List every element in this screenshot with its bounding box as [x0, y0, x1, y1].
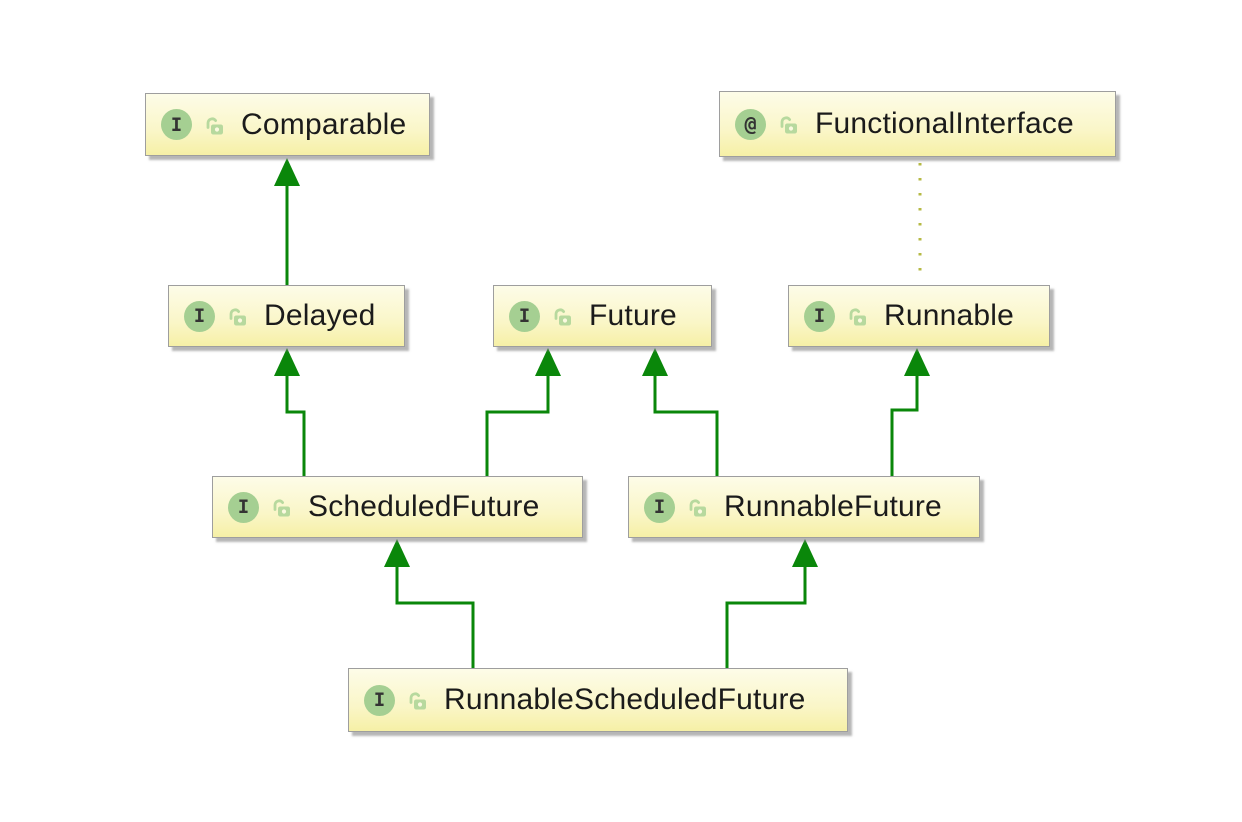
public-lock-icon: [229, 308, 246, 326]
arrowhead-runnablescheduledfuture-to-runnablefuture: [792, 539, 818, 567]
interface-icon: I: [184, 300, 215, 332]
arrowhead-runnablescheduledfuture-to-scheduledfuture: [384, 539, 410, 567]
node-label: ScheduledFuture: [308, 490, 540, 523]
public-lock-icon: [206, 117, 223, 134]
arrowhead-scheduledfuture-to-future: [535, 348, 561, 376]
public-lock-icon: [780, 116, 797, 134]
node-scheduledfuture[interactable]: I ScheduledFuture: [212, 476, 583, 538]
public-lock-icon: [409, 692, 426, 710]
node-label: RunnableFuture: [724, 490, 942, 523]
public-lock-icon: [849, 308, 866, 326]
node-runnablescheduledfuture[interactable]: I RunnableScheduledFuture: [348, 668, 848, 732]
edge-scheduledfuture-to-delayed: [285, 374, 306, 476]
interface-icon: I: [509, 300, 540, 332]
node-runnable[interactable]: I Runnable: [788, 285, 1050, 347]
node-label: Comparable: [241, 107, 407, 141]
arrowhead-runnablefuture-to-future: [642, 348, 668, 376]
public-lock-icon: [554, 308, 571, 326]
node-future[interactable]: I Future: [493, 285, 712, 347]
edge-scheduledfuture-to-future: [485, 374, 550, 476]
node-label: RunnableScheduledFuture: [444, 683, 806, 716]
edge-runnablefuture-to-runnable: [890, 374, 919, 476]
annotation-icon: @: [735, 108, 766, 140]
interface-icon: I: [364, 684, 395, 716]
node-delayed[interactable]: I Delayed: [168, 285, 405, 347]
arrowhead-scheduledfuture-to-delayed: [274, 348, 300, 376]
interface-icon: I: [804, 300, 835, 332]
node-label: Runnable: [884, 299, 1015, 332]
edge-runnablescheduledfuture-to-scheduledfuture: [395, 565, 475, 668]
public-lock-icon: [273, 499, 290, 517]
edge-runnablefuture-to-future: [653, 374, 719, 476]
node-comparable[interactable]: I Comparable: [145, 93, 430, 156]
interface-icon: I: [228, 491, 259, 523]
node-functionalinterface[interactable]: @ FunctionalInterface: [719, 91, 1116, 157]
node-label: FunctionalInterface: [815, 107, 1074, 140]
public-lock-icon: [689, 499, 706, 517]
edge-runnablescheduledfuture-to-runnablefuture: [725, 565, 807, 668]
node-label: Future: [589, 299, 677, 332]
interface-icon: I: [161, 109, 192, 140]
arrowhead-runnablefuture-to-runnable: [904, 348, 930, 376]
arrowhead-delayed-to-comparable: [274, 158, 300, 186]
node-runnablefuture[interactable]: I RunnableFuture: [628, 476, 980, 538]
interface-icon: I: [644, 491, 675, 523]
node-label: Delayed: [264, 299, 376, 332]
